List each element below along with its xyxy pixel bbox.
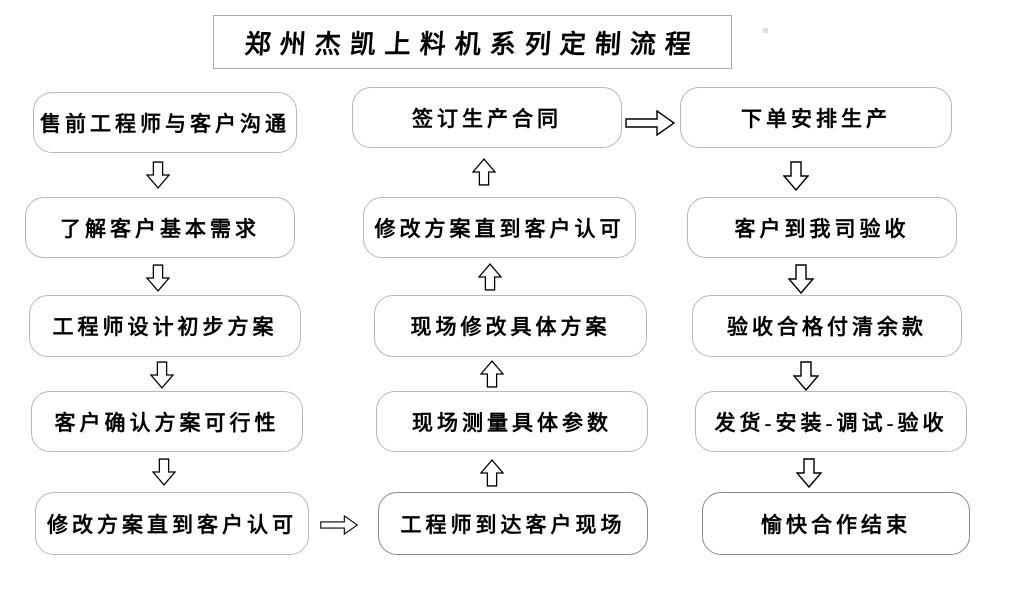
step-label: 修改方案直到客户认可: [47, 512, 297, 537]
step-label: 工程师设计初步方案: [52, 315, 278, 339]
step-customer-acceptance: 客户到我司验收: [687, 197, 957, 258]
step-engineer-arrives: 工程师到达客户现场: [378, 492, 648, 555]
flowchart-title-box: 郑州杰凯上料机系列定制流程: [213, 15, 732, 69]
down-arrow-icon: [146, 262, 170, 294]
step-sign-contract: 签订生产合同: [352, 87, 622, 148]
step-label: 现场修改具体方案: [410, 315, 611, 339]
step-initial-design: 工程师设计初步方案: [29, 295, 301, 357]
flowchart-title: 郑州杰凯上料机系列定制流程: [243, 29, 701, 59]
step-understand-needs: 了解客户基本需求: [25, 197, 295, 258]
step-label: 下单安排生产: [741, 106, 891, 131]
step-label: 现场测量具体参数: [412, 410, 612, 435]
step-revise-until-approved: 修改方案直到客户认可: [35, 492, 309, 555]
step-label: 签订生产合同: [412, 106, 562, 131]
up-arrow-icon: [480, 357, 504, 391]
step-label: 售前工程师与客户沟通: [40, 111, 290, 136]
step-label: 修改方案直到客户认可: [374, 216, 625, 241]
down-arrow-icon: [783, 159, 809, 193]
down-arrow-icon: [146, 159, 170, 191]
step-label: 发货-安装-调试-验收: [714, 410, 948, 435]
step-revise-onsite-until-approved: 修改方案直到客户认可: [363, 197, 636, 258]
down-arrow-icon: [796, 456, 822, 490]
down-arrow-icon: [788, 262, 814, 296]
right-arrow-icon: [320, 512, 358, 538]
step-confirm-feasibility: 客户确认方案可行性: [31, 391, 303, 452]
step-label: 了解客户基本需求: [60, 216, 260, 241]
down-arrow-icon: [152, 456, 176, 488]
step-presale-communication: 售前工程师与客户沟通: [33, 92, 297, 153]
step-label: 愉快合作结束: [761, 512, 911, 537]
up-arrow-icon: [472, 154, 496, 190]
step-measure-parameters: 现场测量具体参数: [376, 391, 648, 452]
step-modify-plan-onsite: 现场修改具体方案: [374, 295, 647, 357]
right-arrow-icon: [624, 110, 676, 136]
step-label: 工程师到达客户现场: [400, 512, 626, 537]
step-final-payment: 验收合格付清余款: [692, 295, 962, 357]
step-label: 客户到我司验收: [734, 216, 910, 241]
down-arrow-icon: [150, 359, 174, 391]
down-arrow-icon: [793, 359, 819, 393]
up-arrow-icon: [478, 260, 502, 294]
artifact-dot: [763, 28, 768, 33]
step-cooperation-end: 愉快合作结束: [702, 492, 970, 555]
step-label: 验收合格付清余款: [727, 315, 927, 339]
step-place-order: 下单安排生产: [680, 87, 952, 148]
up-arrow-icon: [480, 455, 504, 491]
step-delivery-install-debug-accept: 发货-安装-调试-验收: [695, 391, 967, 452]
step-label: 客户确认方案可行性: [54, 410, 280, 435]
